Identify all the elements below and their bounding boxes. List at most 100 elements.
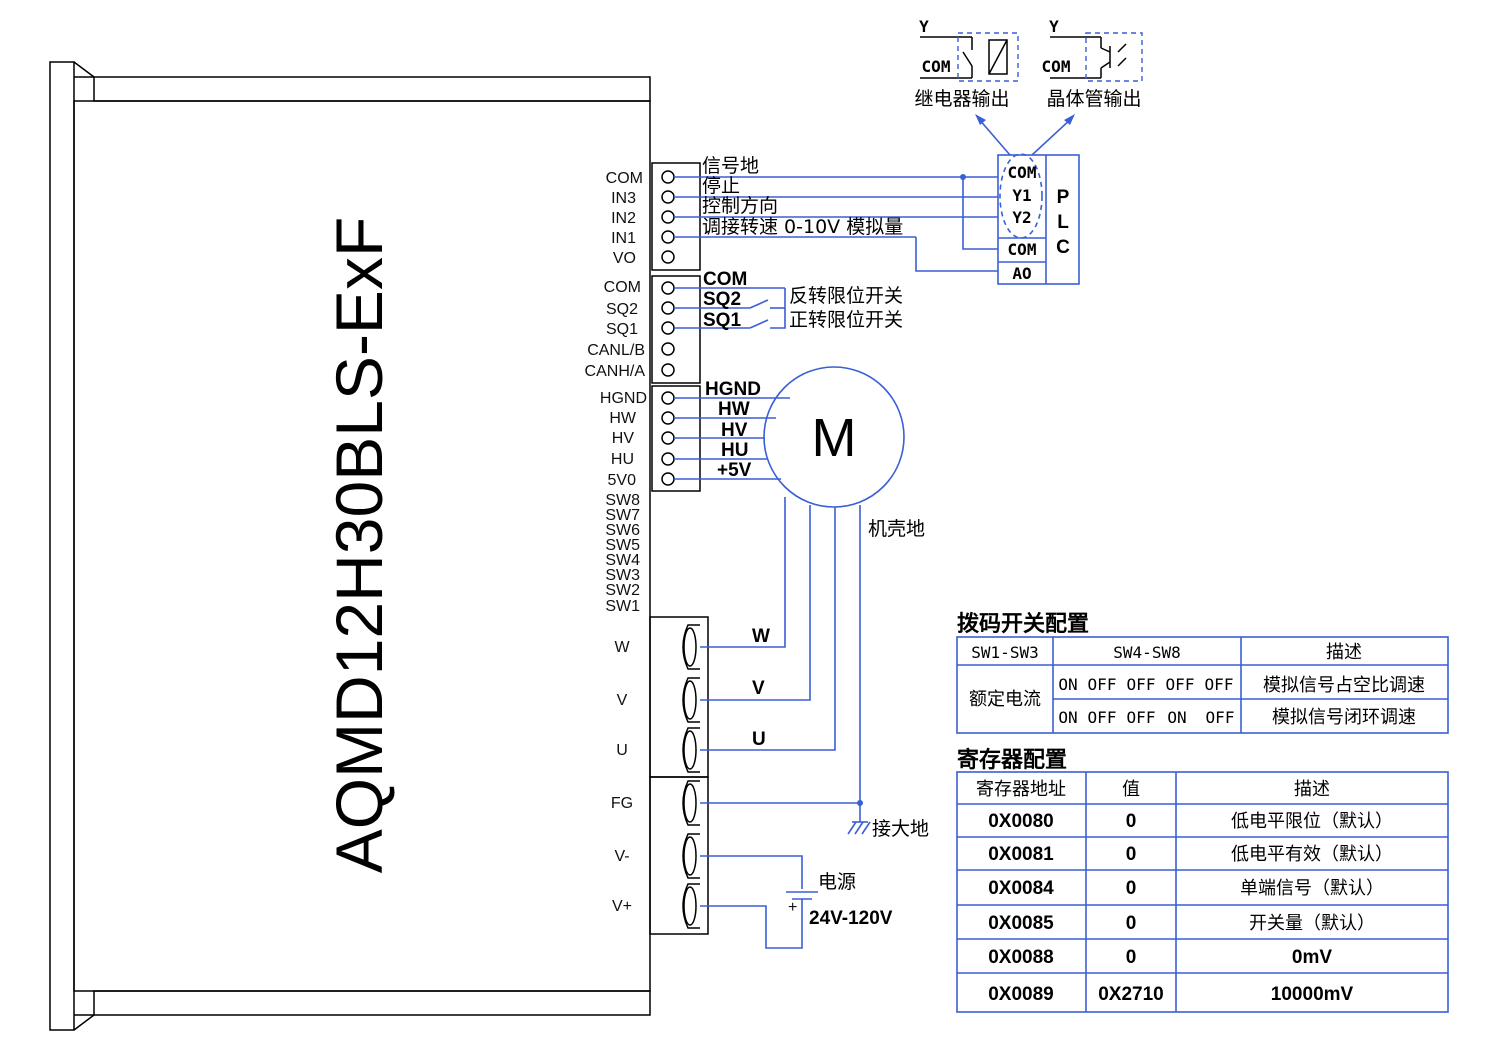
pin-label: SQ2 xyxy=(606,301,638,318)
terminal-hole xyxy=(661,210,675,224)
dip-row-desc: 模拟信号占空比调速 xyxy=(1263,675,1425,696)
reg-header: 寄存器地址 xyxy=(976,779,1066,800)
reg-desc: 10000mV xyxy=(1271,984,1354,1005)
pin-label: VO xyxy=(613,250,636,267)
reg-value: 0 xyxy=(1126,947,1137,968)
power-terminal-label: V+ xyxy=(612,898,632,915)
svg-text:+: + xyxy=(788,899,797,916)
signal-wires: 信号地 停止 控制方向 调接转速 0-10V 模拟量 xyxy=(674,155,998,272)
plc-pin-label: AO xyxy=(1012,264,1031,283)
reg-addr: 0X0081 xyxy=(988,844,1054,865)
terminal-hole xyxy=(661,170,675,184)
earth-ground: 接大地 xyxy=(847,818,929,840)
motor: M HGND HW HV HU +5V xyxy=(674,366,905,508)
model-name: AQMD12H30BLS-ExF xyxy=(322,217,396,874)
terminal-hole xyxy=(661,342,675,356)
pin-label: IN3 xyxy=(611,190,636,207)
pin-label: 5V0 xyxy=(608,472,637,489)
dip-switch-state: ON xyxy=(1167,708,1186,727)
plc-block: COM Y1 Y2 COM AO P L C xyxy=(975,114,1080,285)
pin-label: COM xyxy=(606,170,643,187)
power-terminal-block: W V U FG V- V+ xyxy=(611,616,709,935)
motor-circle xyxy=(763,366,905,508)
hall-wire-label: +5V xyxy=(717,460,752,481)
terminal-hole xyxy=(661,281,675,295)
transistor-y-label: Y xyxy=(1049,17,1059,36)
terminal-hole xyxy=(661,301,675,315)
terminal-hole xyxy=(661,250,675,264)
hall-wire-label: HV xyxy=(721,420,748,441)
terminal-hole xyxy=(661,363,675,377)
pin-label: HW xyxy=(609,410,637,427)
dip-label: SW4 xyxy=(605,552,640,569)
pin-label: HV xyxy=(612,430,635,447)
dip-header: SW4-SW8 xyxy=(1113,643,1180,662)
dip-label: SW6 xyxy=(605,522,640,539)
reg-addr: 0X0088 xyxy=(988,947,1054,968)
plc-pin-label: Y1 xyxy=(1012,186,1031,205)
power-terminal-label: U xyxy=(616,742,628,759)
dip-label: SW1 xyxy=(605,598,640,615)
power-supply-range: 24V-120V xyxy=(809,908,893,929)
relay-output-caption: 继电器输出 xyxy=(914,88,1009,110)
chassis-ground-label: 机壳地 xyxy=(868,518,925,540)
reg-desc: 低电平有效（默认） xyxy=(1231,844,1393,865)
terminal-hole xyxy=(661,391,675,405)
terminal-hole xyxy=(661,452,675,466)
terminal-hole xyxy=(661,190,675,204)
dip-header: SW1-SW3 xyxy=(971,643,1038,662)
reg-desc: 开关量（默认） xyxy=(1249,913,1375,934)
dip-switch-state: OFF xyxy=(1088,675,1117,694)
dip-table-title: 拨码开关配置 xyxy=(957,612,1089,637)
power-supply: + 电源 24V-120V xyxy=(700,855,893,949)
reg-header: 描述 xyxy=(1294,779,1330,800)
terminal-hole xyxy=(661,431,675,445)
motor-label: M xyxy=(812,408,857,468)
dip-switch-state: OFF xyxy=(1206,708,1235,727)
dip-switch-state: OFF xyxy=(1127,708,1156,727)
terminal-hole xyxy=(661,230,675,244)
transistor-com-label: COM xyxy=(1042,57,1071,76)
plc-title-letter: L xyxy=(1057,212,1069,233)
dip-switch-state: ON xyxy=(1058,675,1077,694)
dip-label: SW8 xyxy=(605,492,640,509)
transistor-output: Y COM 晶体管输出 xyxy=(1042,17,1143,110)
dip-label: SW3 xyxy=(605,567,640,584)
reg-addr: 0X0085 xyxy=(988,913,1054,934)
plc-pin-label: COM xyxy=(1008,163,1037,182)
signal-function-label: 信号地 xyxy=(702,155,759,177)
phase-wire-label: V xyxy=(752,678,765,699)
dip-switch-state: OFF xyxy=(1166,675,1195,694)
reg-value: 0 xyxy=(1126,913,1137,934)
reg-addr: 0X0089 xyxy=(988,984,1054,1005)
dip-header: 描述 xyxy=(1326,642,1362,663)
reg-desc: 单端信号（默认） xyxy=(1240,878,1384,899)
transistor-output-caption: 晶体管输出 xyxy=(1046,88,1141,110)
phase-wire-label: U xyxy=(752,729,766,750)
dip-switch-state: ON xyxy=(1058,708,1077,727)
power-terminal-label: FG xyxy=(611,795,633,812)
dip-row-desc: 模拟信号闭环调速 xyxy=(1272,707,1416,728)
plc-title-letter: C xyxy=(1056,237,1070,258)
controller-housing xyxy=(49,61,651,1031)
register-table: 寄存器配置 寄存器地址 值 描述 0X0080 0 低电平限位（默认） 0X00… xyxy=(956,747,1449,1013)
plc-pin-label: COM xyxy=(1008,240,1037,259)
power-terminal-label: V xyxy=(617,692,628,709)
pin-label: CANL/B xyxy=(587,342,645,359)
pin-label: HGND xyxy=(600,390,647,407)
dip-switch-table: 拨码开关配置 SW1-SW3 SW4-SW8 描述 额定电流 ON OFF OF… xyxy=(956,612,1449,734)
reg-desc: 低电平限位（默认） xyxy=(1231,811,1393,832)
hall-wire-label: HU xyxy=(721,440,748,461)
dip-switch-state: OFF xyxy=(1205,675,1234,694)
pin-label: IN1 xyxy=(611,230,636,247)
earth-ground-label: 接大地 xyxy=(872,818,929,840)
phase-wire-label: W xyxy=(752,626,770,647)
reg-addr: 0X0084 xyxy=(988,878,1054,899)
signal-function-label: 控制方向 xyxy=(702,195,778,217)
relay-output: Y COM 继电器输出 xyxy=(914,17,1019,110)
reg-addr: 0X0080 xyxy=(988,811,1054,832)
dip-label: SW2 xyxy=(605,582,640,599)
power-supply-label: 电源 xyxy=(818,871,856,893)
power-terminal-label: W xyxy=(614,639,630,656)
